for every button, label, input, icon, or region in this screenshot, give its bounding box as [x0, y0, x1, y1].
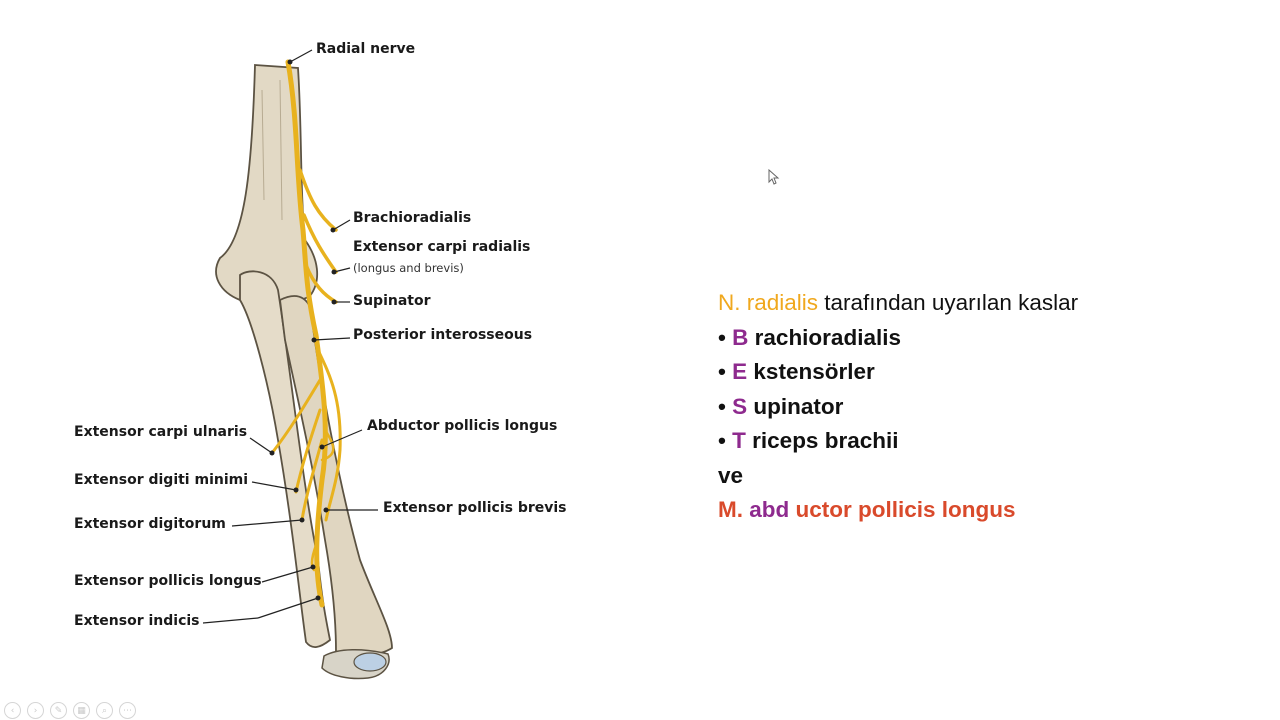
label-supinator: Supinator: [353, 293, 431, 309]
label-extensor-digiti-minimi: Extensor digiti minimi: [74, 472, 249, 488]
intro-line: N. radialis tarafından uyarılan kaslar: [718, 286, 1078, 321]
label-brachioradialis: Brachioradialis: [353, 210, 472, 226]
forearm-diagram: [202, 49, 393, 680]
label-radial-nerve: Radial nerve: [316, 41, 416, 57]
final-part-2: abd: [749, 497, 790, 522]
presentation-toolbar: ‹ › ✎ ▦ ⌕ ⋯: [4, 702, 136, 719]
pen-icon[interactable]: ✎: [50, 702, 67, 719]
label-extensor-digitorum: Extensor digitorum: [74, 516, 226, 532]
bullet: •: [718, 393, 726, 419]
intro-highlight: N. radialis: [718, 290, 819, 315]
final-line: M. abd uctor pollicis longus: [718, 493, 1078, 528]
label-extensor-pollicis-longus: Extensor pollicis longus: [74, 573, 262, 589]
label-posterior-interosseous: Posterior interosseous: [353, 327, 533, 343]
item-rest: kstensörler: [747, 359, 875, 384]
radial-nerve-trunk: [285, 59, 328, 608]
cursor-arrow-icon: [768, 169, 780, 185]
next-icon[interactable]: ›: [27, 702, 44, 719]
list-item: • E kstensörler: [718, 355, 1078, 390]
bullet: •: [718, 359, 726, 384]
list-item: • S upinator: [718, 390, 1078, 425]
list-item: • B rachioradialis: [718, 321, 1078, 356]
item-rest: upinator: [747, 393, 844, 419]
bullet: •: [718, 428, 726, 453]
intro-rest: tarafından uyarılan kaslar: [818, 290, 1079, 315]
label-ecr-subtitle: (longus and brevis): [353, 261, 464, 275]
item-letter: S: [732, 393, 748, 419]
item-letter: T: [732, 428, 746, 453]
prev-icon[interactable]: ‹: [4, 702, 21, 719]
slides-icon[interactable]: ▦: [73, 702, 90, 719]
muscle-list-panel: N. radialis tarafından uyarılan kaslar •…: [718, 286, 1078, 528]
label-extensor-indicis: Extensor indicis: [74, 613, 200, 629]
connector-ve: ve: [718, 462, 744, 488]
item-rest: riceps brachii: [745, 428, 899, 453]
item-rest: rachioradialis: [748, 324, 901, 350]
zoom-icon[interactable]: ⌕: [96, 702, 113, 719]
label-abductor-pollicis-longus: Abductor pollicis longus: [367, 418, 558, 434]
label-extensor-carpi-ulnaris: Extensor carpi ulnaris: [74, 424, 248, 440]
final-part-3: uctor pollicis longus: [789, 497, 1016, 522]
bullet: •: [718, 324, 726, 350]
humerus-bone: [215, 64, 319, 305]
more-icon[interactable]: ⋯: [119, 702, 136, 719]
item-letter: B: [732, 324, 749, 350]
label-extensor-pollicis-brevis: Extensor pollicis brevis: [383, 500, 567, 516]
final-part-1: M.: [718, 497, 750, 522]
item-letter: E: [732, 359, 748, 384]
label-extensor-carpi-radialis: Extensor carpi radialis: [353, 239, 531, 255]
list-item: • T riceps brachii: [718, 424, 1078, 459]
